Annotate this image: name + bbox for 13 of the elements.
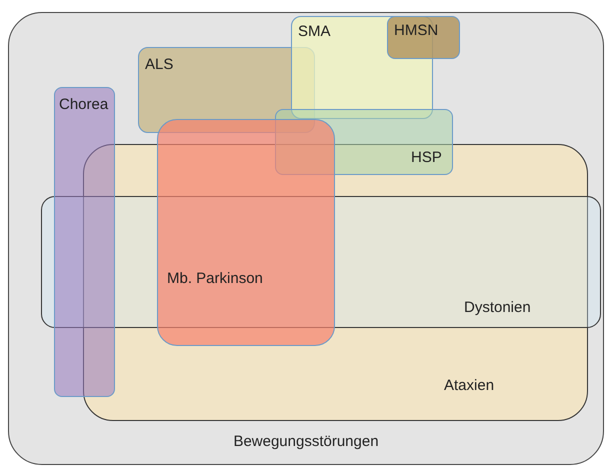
set-region — [157, 119, 335, 346]
region-label: SMA — [298, 23, 331, 40]
region-label: ALS — [145, 56, 174, 73]
region-label: HSP — [411, 149, 442, 166]
region-label: Bewegungsstörungen — [233, 433, 379, 450]
region-label: HMSN — [394, 22, 438, 39]
region-label: Mb. Parkinson — [167, 270, 263, 287]
region-label: Ataxien — [444, 377, 494, 394]
set-region — [387, 16, 460, 59]
set-region — [8, 12, 604, 465]
region-label: Chorea — [59, 96, 108, 113]
set-region — [54, 87, 115, 397]
region-label: Dystonien — [464, 299, 531, 316]
